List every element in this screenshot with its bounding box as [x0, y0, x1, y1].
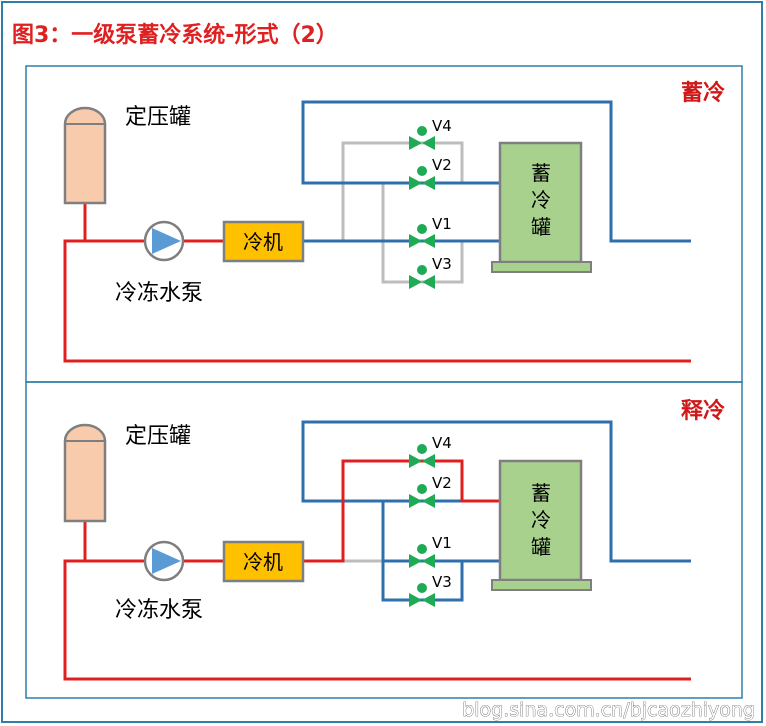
chiller-label: 冷机 — [243, 230, 283, 254]
figure-title: 图3：一级泵蓄冷系统-形式（2） — [12, 22, 338, 48]
valve-v3-label: V3 — [432, 255, 452, 273]
storage-tank-label-2: 冷 — [531, 508, 551, 532]
panel-charging: 蓄冷 定压罐 冷冻水泵 冷机 — [25, 65, 743, 383]
pump-label: 冷冻水泵 — [115, 281, 203, 306]
valve-v2 — [409, 166, 435, 190]
valve-v2-label: V2 — [432, 474, 452, 492]
storage-tank-label-3: 罐 — [531, 215, 551, 239]
valve-v4 — [409, 126, 435, 150]
pump-label: 冷冻水泵 — [115, 598, 203, 623]
valve-v4-label: V4 — [432, 434, 452, 452]
valve-v3 — [409, 265, 435, 289]
storage-tank-base — [491, 261, 592, 273]
mode-label: 释冷 — [681, 398, 725, 424]
expansion-tank — [63, 423, 107, 523]
pump-icon — [143, 220, 185, 262]
expansion-tank — [63, 106, 107, 205]
storage-tank-label-1: 蓄 — [531, 161, 551, 185]
storage-tank — [498, 141, 583, 264]
expansion-tank-label: 定压罐 — [125, 424, 191, 449]
panel-frame — [25, 381, 743, 699]
chiller-box — [222, 220, 305, 263]
storage-tank-label-1: 蓄 — [531, 481, 551, 505]
valve-v4 — [409, 444, 435, 468]
chilled-water-blue-pipes — [301, 100, 691, 243]
valve-v1 — [409, 224, 435, 248]
valve-v2 — [409, 484, 435, 508]
chiller-box — [222, 540, 305, 583]
pump-icon — [143, 540, 185, 582]
storage-tank-label-3: 罐 — [531, 535, 551, 559]
valve-v3-label: V3 — [432, 573, 452, 591]
storage-tank-label-2: 冷 — [531, 188, 551, 212]
mode-label: 蓄冷 — [681, 80, 725, 106]
chiller-label: 冷机 — [243, 550, 283, 574]
expansion-tank-label: 定压罐 — [125, 105, 191, 130]
valve-v3 — [409, 583, 435, 607]
storage-tank — [498, 459, 583, 582]
valve-v4-label: V4 — [432, 117, 452, 135]
panel-discharging: 释冷 定压罐 冷冻水泵 冷机 — [25, 381, 743, 699]
valve-v1-label: V1 — [432, 534, 452, 552]
valve-v1-label: V1 — [432, 215, 452, 233]
valve-v1 — [409, 544, 435, 568]
watermark: blog.sina.com.cn/bjcaozhiyong — [462, 699, 755, 721]
valve-v2-label: V2 — [432, 156, 452, 174]
storage-tank-base — [491, 579, 592, 591]
chilled-water-blue-pipes — [301, 420, 691, 602]
